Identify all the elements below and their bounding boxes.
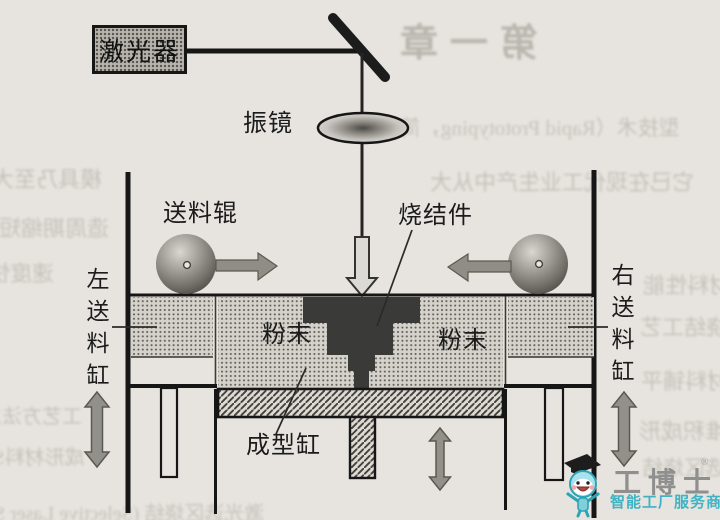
mascot-eye-right xyxy=(586,481,590,485)
left-roller-hub xyxy=(182,260,192,270)
forming-cylinder-label: 成型缸 xyxy=(246,433,321,459)
platform-double-arrow xyxy=(427,426,453,492)
mascot-leg-left xyxy=(576,509,582,518)
sintered-part-shape xyxy=(303,297,420,389)
sintered-part-label: 烧结件 xyxy=(398,203,473,229)
right-cylinder-double-arrow xyxy=(610,390,638,468)
watermark-mascot xyxy=(564,454,601,518)
watermark-tagline: 智能工厂服务商 xyxy=(610,494,720,511)
sintered-part-leader xyxy=(376,229,413,327)
watermark-brand-text: 工博士 xyxy=(613,468,719,499)
build-platform xyxy=(216,387,505,419)
left-roller-arrow-right xyxy=(215,251,279,282)
mascot-arm-left xyxy=(566,492,580,503)
right-feed-cylinder-label: 右送料缸 xyxy=(608,263,633,391)
mascot-body xyxy=(577,497,589,512)
mascot-leg-right xyxy=(584,509,590,518)
right-roller-arrow-left xyxy=(446,252,512,283)
laser-label: 激光器 xyxy=(98,38,180,66)
left-feed-cylinder-label: 左送料缸 xyxy=(83,267,108,395)
beam-down-arrow xyxy=(344,236,380,298)
build-platform-rod xyxy=(348,415,377,480)
mascot-blush-right xyxy=(589,485,595,490)
mascot-smile xyxy=(575,486,591,492)
left-cylinder-double-arrow xyxy=(83,390,111,469)
forming-cylinder-leader xyxy=(275,367,307,435)
left-piston-rod xyxy=(159,386,179,479)
right-piston-rod xyxy=(543,386,565,482)
mascot-blush-left xyxy=(571,485,577,490)
mascot-arm-right xyxy=(586,492,600,503)
powder-right-label: 粉末 xyxy=(438,328,488,354)
right-roller-hub xyxy=(534,259,544,269)
scanning-mirror xyxy=(328,13,390,82)
powder-left-label: 粉末 xyxy=(262,322,312,348)
feed-roller-label: 送料辊 xyxy=(163,201,238,227)
galvanometer-lens xyxy=(316,111,410,145)
mascot-eye-left xyxy=(576,481,580,485)
watermark-registered-icon: ® xyxy=(701,457,709,468)
galvanometer-label: 振镜 xyxy=(243,111,293,137)
laser-source-box: 激光器 xyxy=(92,25,187,74)
